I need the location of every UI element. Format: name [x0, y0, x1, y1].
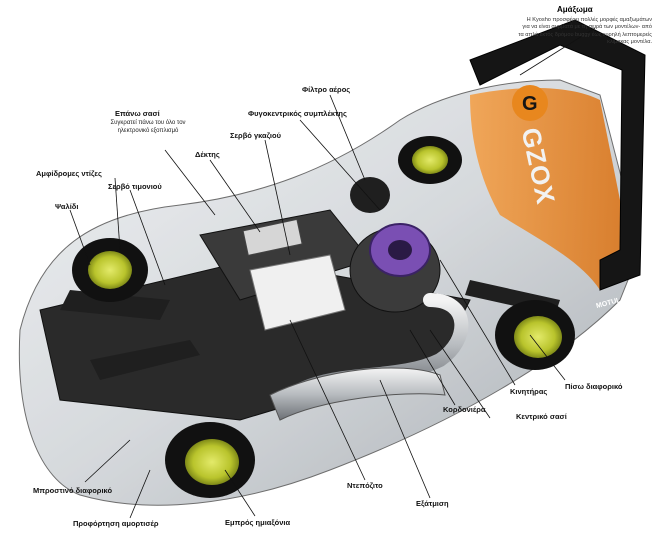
- label-air-filter: Φίλτρο αέρος: [302, 85, 351, 94]
- front-left-wheel: [72, 238, 148, 302]
- label-tie-rods: Αμφίδρομες ντίζες: [36, 169, 102, 178]
- rear-wing: [469, 19, 646, 291]
- label-center-chassis: Κεντρικό σασί: [516, 412, 567, 421]
- wing-logo-circle: [512, 85, 548, 121]
- air-filter-shape: [350, 177, 390, 213]
- wing-logo-letter: G: [522, 93, 538, 115]
- label-shock-preload: Προφόρτηση αμορτισέρ: [73, 519, 159, 528]
- label-fuel-tank: Ντεπόζιτο: [347, 481, 383, 490]
- label-steering-servo: Σερβό τιμονιού: [108, 182, 162, 191]
- label-upper-chassis-description: Συγκρατεί πάνω του όλο τον ηλεκτρονικό ε…: [110, 120, 186, 134]
- label-engine: Κινητήρας: [510, 387, 548, 396]
- rear-body-orange: [470, 88, 630, 291]
- label-rear-diff: Πίσω διαφορικό: [565, 382, 623, 391]
- label-front-axle: Εμπρός ημιαξόνια: [225, 518, 291, 527]
- muffler-shape: [269, 367, 446, 421]
- rear-left-wheel: [398, 136, 462, 184]
- leader-lines: [69, 27, 596, 519]
- label-exhaust-pipe: Κορδονιέρα: [443, 405, 486, 414]
- fuel-tank-shape: [249, 254, 346, 331]
- label-body: Αμάξωμα: [557, 5, 593, 14]
- label-upper-chassis: Επάνω σασί: [115, 109, 160, 118]
- label-throttle-servo: Σερβό γκαζιού: [230, 131, 281, 140]
- label-exhaust: Εξάτμιση: [416, 499, 449, 508]
- front-right-wheel: [165, 422, 255, 498]
- rear-right-wheel: [495, 300, 575, 370]
- label-front-diff: Μπροστινό διαφορικό: [33, 486, 113, 495]
- label-receiver: Δέκτης: [195, 150, 220, 159]
- label-body-description: Η Kyosho προσφέρει πολλές μορφές αμαξωμά…: [518, 17, 652, 45]
- label-centrifugal-clutch: Φυγοκεντρικός συμπλέκτης: [248, 109, 347, 118]
- label-wishbone: Ψαλίδι: [55, 202, 79, 211]
